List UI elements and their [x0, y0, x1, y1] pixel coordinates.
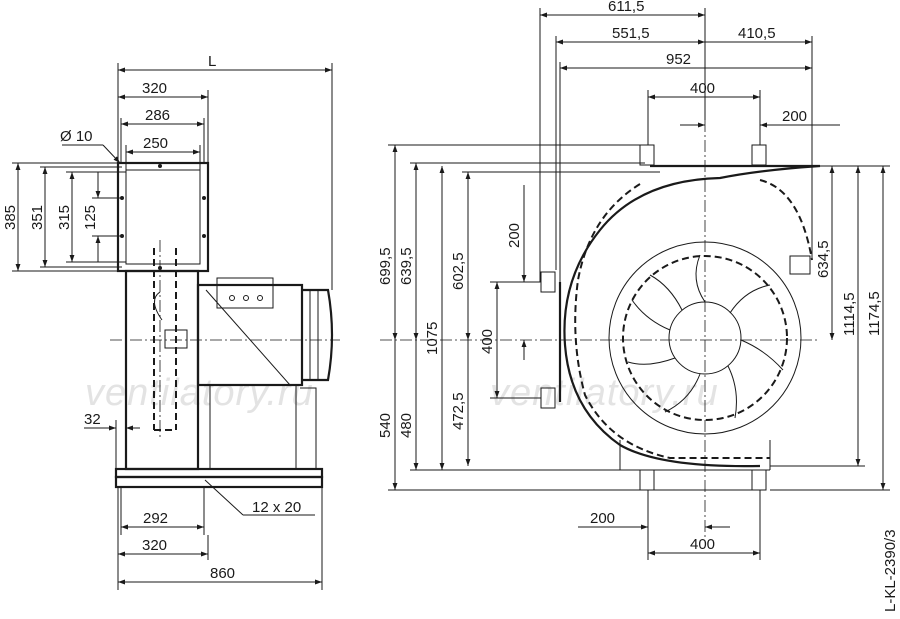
front-view: 611,5 551,5 410,5 952 400 200 699,5 540 … [377, 0, 890, 560]
inlet-flange [116, 161, 210, 273]
dim-351: 351 [29, 205, 46, 230]
dim-315: 315 [56, 205, 73, 230]
base-rail-top [114, 467, 324, 479]
pedestal [209, 385, 297, 470]
dim-385: 385 [2, 205, 19, 230]
dim-400-bottom: 400 [690, 536, 715, 553]
watermark-left: ventilatory.ru [85, 372, 314, 414]
flange-bolt-holes [120, 164, 206, 270]
dim-250: 250 [143, 135, 168, 152]
inlet-opening [125, 169, 201, 265]
impeller-blades [627, 254, 784, 419]
dim-639-5: 639,5 [398, 247, 415, 285]
dim-952: 952 [666, 51, 691, 68]
fan-casing [124, 269, 200, 471]
pedestal-support [300, 387, 317, 470]
dim-32: 32 [84, 411, 101, 428]
dim-480: 480 [398, 413, 415, 438]
dim-200-top: 200 [782, 108, 807, 125]
motor-body [196, 283, 304, 387]
dim-860: 860 [210, 565, 235, 582]
dim-1075: 1075 [424, 322, 441, 355]
dim-200-v: 200 [506, 223, 523, 248]
impeller-hidden [153, 248, 177, 431]
scroll-casing-outer [563, 164, 821, 468]
dim-292: 292 [143, 510, 168, 527]
dim-699-5: 699,5 [377, 247, 394, 285]
terminal-box [216, 277, 274, 309]
motor-diagonal [205, 289, 291, 386]
dim-602-5: 602,5 [450, 252, 467, 290]
dim-320-top: 320 [142, 80, 167, 97]
dim-634-5: 634,5 [815, 240, 832, 278]
inlet-cone [154, 291, 163, 321]
dim-125: 125 [82, 205, 99, 230]
dim-1114-5: 1114,5 [841, 292, 858, 336]
dim-400-top: 400 [690, 80, 715, 97]
motor-fins [309, 290, 319, 380]
dim-410-5: 410,5 [738, 25, 776, 42]
dim-286: 286 [145, 107, 170, 124]
terminal-box-screws [229, 295, 263, 301]
dim-540: 540 [377, 413, 394, 438]
dim-611-5: 611,5 [608, 0, 644, 15]
outlet-hidden [759, 179, 813, 261]
dim-320-bottom: 320 [142, 537, 167, 554]
dim-400-v: 400 [479, 329, 496, 354]
base-rail-bottom [114, 475, 324, 489]
dim-1174-5: 1174,5 [866, 291, 883, 336]
dim-200-bottom: 200 [590, 510, 615, 527]
dim-L: L [208, 53, 216, 70]
drawing-code: L-KL-2390/3 [882, 529, 899, 612]
scroll-casing-inner [574, 183, 770, 459]
flange-studs [540, 144, 811, 491]
dim-472-5: 472,5 [450, 392, 467, 430]
hub [164, 329, 188, 349]
motor-fan-cover [302, 288, 334, 382]
dim-hole: Ø 10 [60, 128, 93, 145]
dim-slot: 12 x 20 [252, 499, 301, 516]
watermark-right: ventilatory.ru [490, 372, 719, 414]
dim-551-5: 551,5 [612, 25, 650, 42]
side-view: L 320 286 250 Ø 10 385 351 315 [2, 53, 340, 590]
